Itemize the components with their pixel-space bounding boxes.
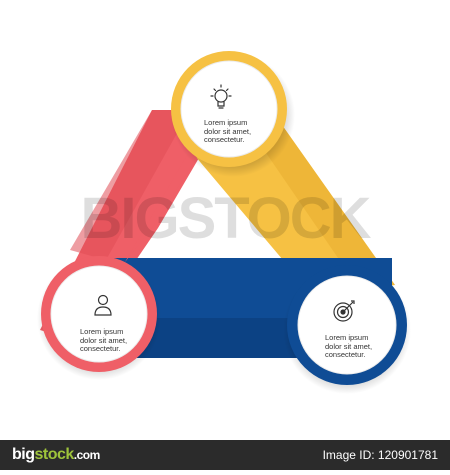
lightbulb-icon bbox=[210, 84, 232, 109]
right-node-text: Lorem ipsum dolor sit amet, consectetur. bbox=[325, 333, 373, 359]
target-icon bbox=[333, 300, 355, 322]
image-id: Image ID: 120901781 bbox=[322, 448, 438, 462]
person-icon bbox=[94, 294, 112, 316]
top-node-disc bbox=[180, 60, 278, 158]
footer-bar: bigstock.com Image ID: 120901781 bbox=[0, 440, 450, 470]
brand-logo: bigstock.com bbox=[12, 446, 100, 463]
left-node-text: Lorem ipsum dolor sit amet, consectetur. bbox=[80, 327, 128, 353]
top-node-text: Lorem ipsum dolor sit amet, consectetur. bbox=[204, 118, 252, 144]
right-node-disc bbox=[297, 275, 397, 375]
red-band-shade bbox=[70, 110, 190, 260]
left-node-disc bbox=[50, 265, 148, 363]
yellow-band-shade bbox=[240, 115, 395, 290]
